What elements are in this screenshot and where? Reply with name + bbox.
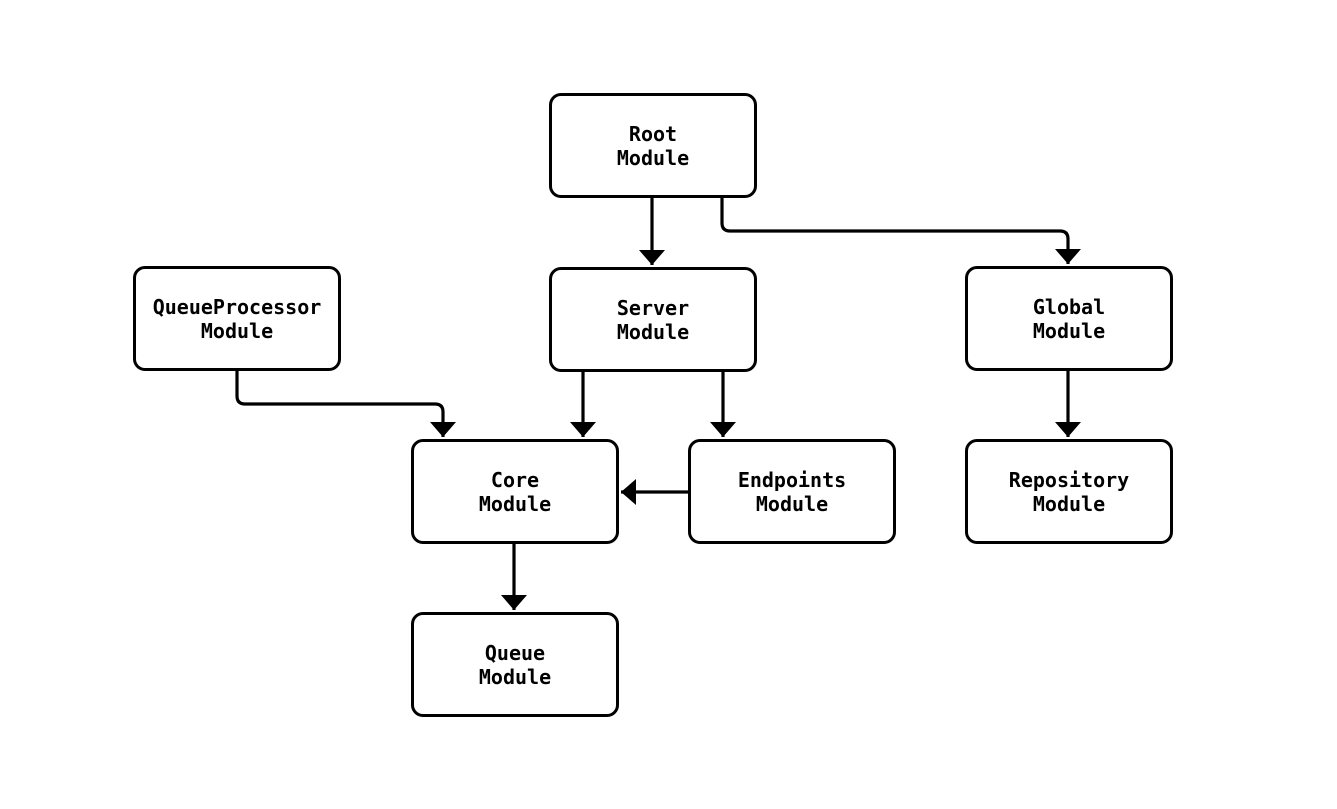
node-label: Repository Module bbox=[1008, 467, 1130, 516]
node-label: Server Module bbox=[616, 295, 690, 344]
node-core-module: Core Module bbox=[411, 439, 619, 544]
node-server-module: Server Module bbox=[549, 267, 757, 372]
node-global-module: Global Module bbox=[965, 266, 1173, 371]
node-label: Queue Module bbox=[478, 640, 552, 689]
node-label: Core Module bbox=[478, 467, 552, 516]
node-repository-module: Repository Module bbox=[965, 439, 1173, 544]
edge-queueprocessor-to-core bbox=[235, 371, 456, 437]
node-label: Endpoints Module bbox=[737, 467, 847, 516]
node-label: Root Module bbox=[616, 121, 690, 170]
node-label: Global Module bbox=[1032, 294, 1106, 343]
node-endpoints-module: Endpoints Module bbox=[688, 439, 896, 544]
node-label: QueueProcessor Module bbox=[152, 294, 322, 343]
node-queueprocessor-module: QueueProcessor Module bbox=[133, 266, 341, 371]
edge-root-to-global bbox=[720, 198, 1081, 264]
node-root-module: Root Module bbox=[549, 93, 757, 198]
node-queue-module: Queue Module bbox=[411, 612, 619, 717]
